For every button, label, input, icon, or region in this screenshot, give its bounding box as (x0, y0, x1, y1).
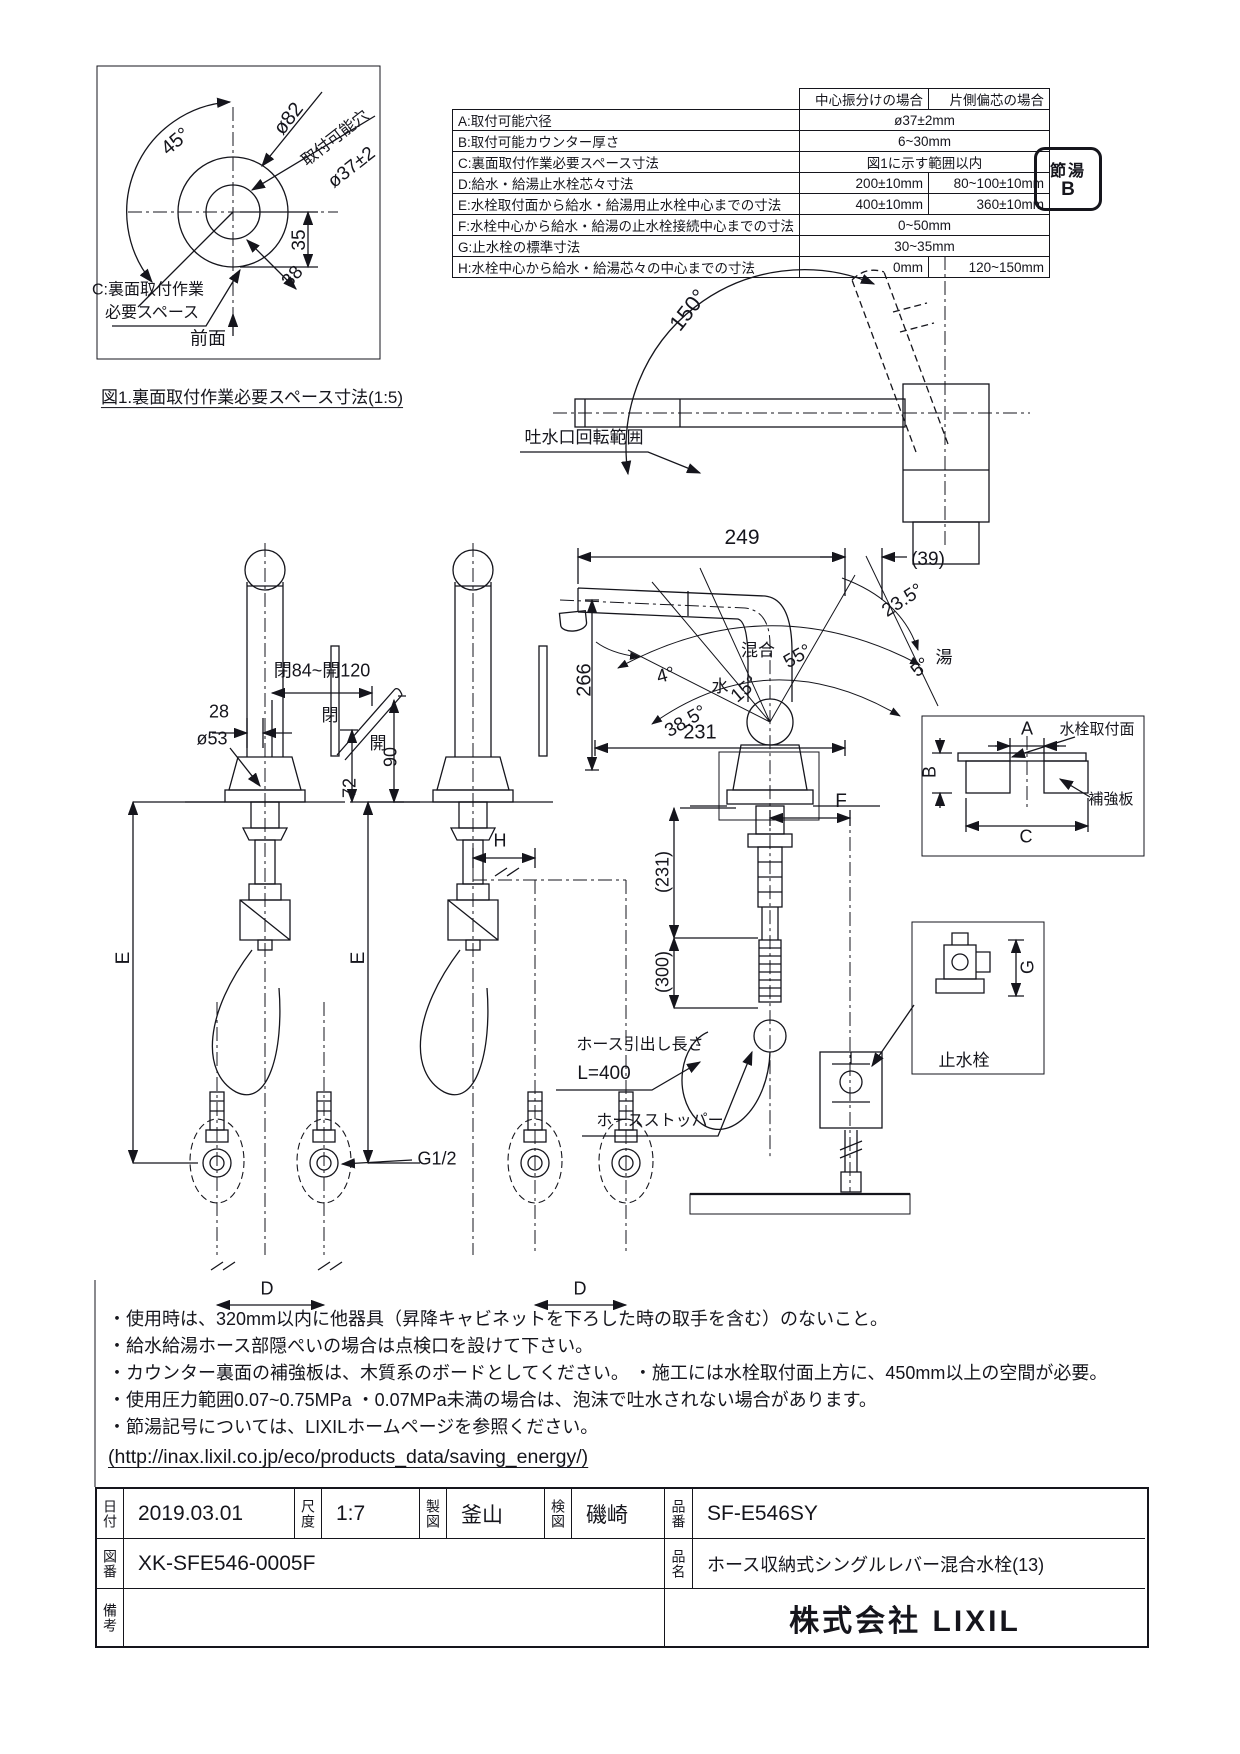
dim-label: G1/2 (417, 1148, 457, 1169)
part-no-value: SF-E546SY (693, 1489, 1145, 1539)
dim-label: (39) (911, 549, 945, 571)
spec-header-center: 中心振分けの場合 (799, 88, 929, 110)
part-no-label: 品番 (665, 1489, 693, 1539)
dim-label: A (1020, 718, 1034, 739)
dim-label: 閉84~開120 (273, 660, 371, 681)
remarks-label: 備考 (97, 1589, 124, 1646)
dim-label: G (1017, 959, 1038, 975)
dim-label: 止水栓 (938, 1051, 990, 1071)
dim-label: D (573, 1278, 587, 1299)
dim-label: 水栓取付面 (1059, 721, 1135, 739)
dim-label: 266 (573, 663, 596, 697)
dim-label: 90 (380, 746, 401, 768)
spec-row-label: B:取付可能カウンター厚さ (452, 130, 800, 152)
note-line: ・カウンター裏面の補強板は、木質系のボードとしてください。 ・施工には水栓取付面… (108, 1363, 1108, 1383)
dim-label: 72 (339, 777, 360, 799)
drafter-label: 製図 (420, 1489, 447, 1539)
spec-row-value: ø37±2mm (799, 109, 1050, 131)
spec-row-value: 30~35mm (799, 235, 1050, 257)
checker-value: 磯崎 (572, 1489, 665, 1539)
dwg-no-label: 図番 (97, 1539, 124, 1589)
dwg-no-value: XK-SFE546-0005F (124, 1539, 665, 1589)
badge-label: 節湯 (1049, 163, 1086, 180)
dim-label: 補強板 (1088, 791, 1134, 809)
spec-row: C:裏面取付作業必要スペース寸法図1に示す範囲以内 (452, 151, 1050, 173)
spec-row-value: 6~30mm (799, 130, 1050, 152)
product-label: 品名 (665, 1539, 693, 1589)
dim-label: 28 (208, 701, 230, 722)
date-value: 2019.03.01 (124, 1489, 295, 1539)
note-line: ・使用時は、320mm以内に他器具（昇降キャビネットを下ろした時の取手を含む）の… (108, 1309, 889, 1329)
spec-row-value: 0~50mm (799, 214, 1050, 236)
spec-row-side-value: 360±10mm (928, 193, 1050, 215)
spec-row-center-value: 0mm (799, 256, 929, 278)
spec-row-center-value: 200±10mm (799, 172, 929, 194)
dim-label: B (919, 765, 940, 779)
dim-label: E (113, 951, 135, 965)
scale-label: 尺度 (295, 1489, 322, 1539)
spec-row-value: 図1に示す範囲以内 (799, 151, 1050, 173)
dim-label: C (1019, 826, 1033, 847)
dim-label: ø53 (196, 728, 228, 749)
spec-row-label: G:止水栓の標準寸法 (452, 235, 800, 257)
company-logo: 株式会社 LIXIL (789, 1604, 1021, 1638)
dim-label: 前面 (190, 328, 226, 349)
spec-row-label: A:取付可能穴径 (452, 109, 800, 131)
spec-row-side-value: 120~150mm (928, 256, 1050, 278)
spec-row-label: C:裏面取付作業必要スペース寸法 (452, 151, 800, 173)
dim-label: 閉 (321, 706, 339, 726)
spec-header-side: 片側偏芯の場合 (928, 88, 1050, 110)
date-label: 日付 (97, 1489, 124, 1539)
spec-row-side-value: 80~100±10mm (928, 172, 1050, 194)
dim-label: C:裏面取付作業 (91, 281, 205, 299)
note-line: ・節湯記号については、LIXILホームページを参照ください。 (108, 1417, 599, 1437)
dim-label: 水 (711, 677, 729, 697)
dim-label: 吐水口回転範囲 (524, 428, 644, 448)
spec-row-center-value: 400±10mm (799, 193, 929, 215)
scale-value: 1:7 (322, 1489, 420, 1539)
dim-label: L=400 (577, 1063, 631, 1085)
dim-label: E (348, 951, 370, 965)
remarks-value (124, 1589, 665, 1646)
drafter-value: 釜山 (447, 1489, 545, 1539)
dim-label: 249 (724, 525, 760, 549)
dim-label: (231) (652, 850, 673, 894)
dim-label: (300) (652, 950, 673, 994)
dim-label: ホースストッパー (596, 1112, 724, 1130)
spec-header-row: 中心振分けの場合 片側偏芯の場合 (452, 88, 1050, 110)
note-line: ・給水給湯ホース部隠ぺいの場合は点検口を設けて下さい。 (108, 1336, 594, 1356)
product-name: ホース収納式シングルレバー混合水栓(13) (693, 1539, 1145, 1589)
installation-notes: ・使用時は、320mm以内に他器具（昇降キャビネットを下ろした時の取手を含む）の… (108, 1306, 1107, 1441)
checker-label: 検図 (545, 1489, 572, 1539)
dim-label: 231 (683, 721, 717, 744)
badge-grade: B (1061, 179, 1075, 200)
note-line: ・使用圧力範囲0.07~0.75MPa ・0.07MPa未満の場合は、泡沫で吐水… (108, 1390, 877, 1410)
dim-label: 混合 (741, 641, 775, 661)
dim-label: H (493, 830, 507, 851)
dim-label: 図1.裏面取付作業必要スペース寸法(1:5) (100, 388, 404, 408)
dim-label: 必要スペース (104, 304, 200, 322)
dim-label: ホース引出し長さ (576, 1036, 704, 1054)
dim-label: 35 (289, 229, 311, 251)
spec-row-label: H:水栓中心から給水・給湯芯々の中心までの寸法 (452, 256, 800, 278)
dim-label: F (835, 791, 847, 813)
spec-header-blank (452, 88, 800, 110)
eco-url: (http://inax.lixil.co.jp/eco/products_da… (108, 1446, 589, 1468)
spec-row-label: F:水栓中心から給水・給湯の止水栓接続中心までの寸法 (452, 214, 800, 236)
spec-row-label: E:水栓取付面から給水・給湯用止水栓中心までの寸法 (452, 193, 800, 215)
title-block: 日付 2019.03.01 尺度 1:7 製図 釜山 検図 磯崎 品番 SF-E… (95, 1487, 1149, 1648)
spec-row-label: D:給水・給湯止水栓芯々寸法 (452, 172, 800, 194)
dim-label: 湯 (935, 648, 953, 668)
dim-label: D (260, 1278, 274, 1299)
dim-label: 開 (369, 734, 387, 754)
